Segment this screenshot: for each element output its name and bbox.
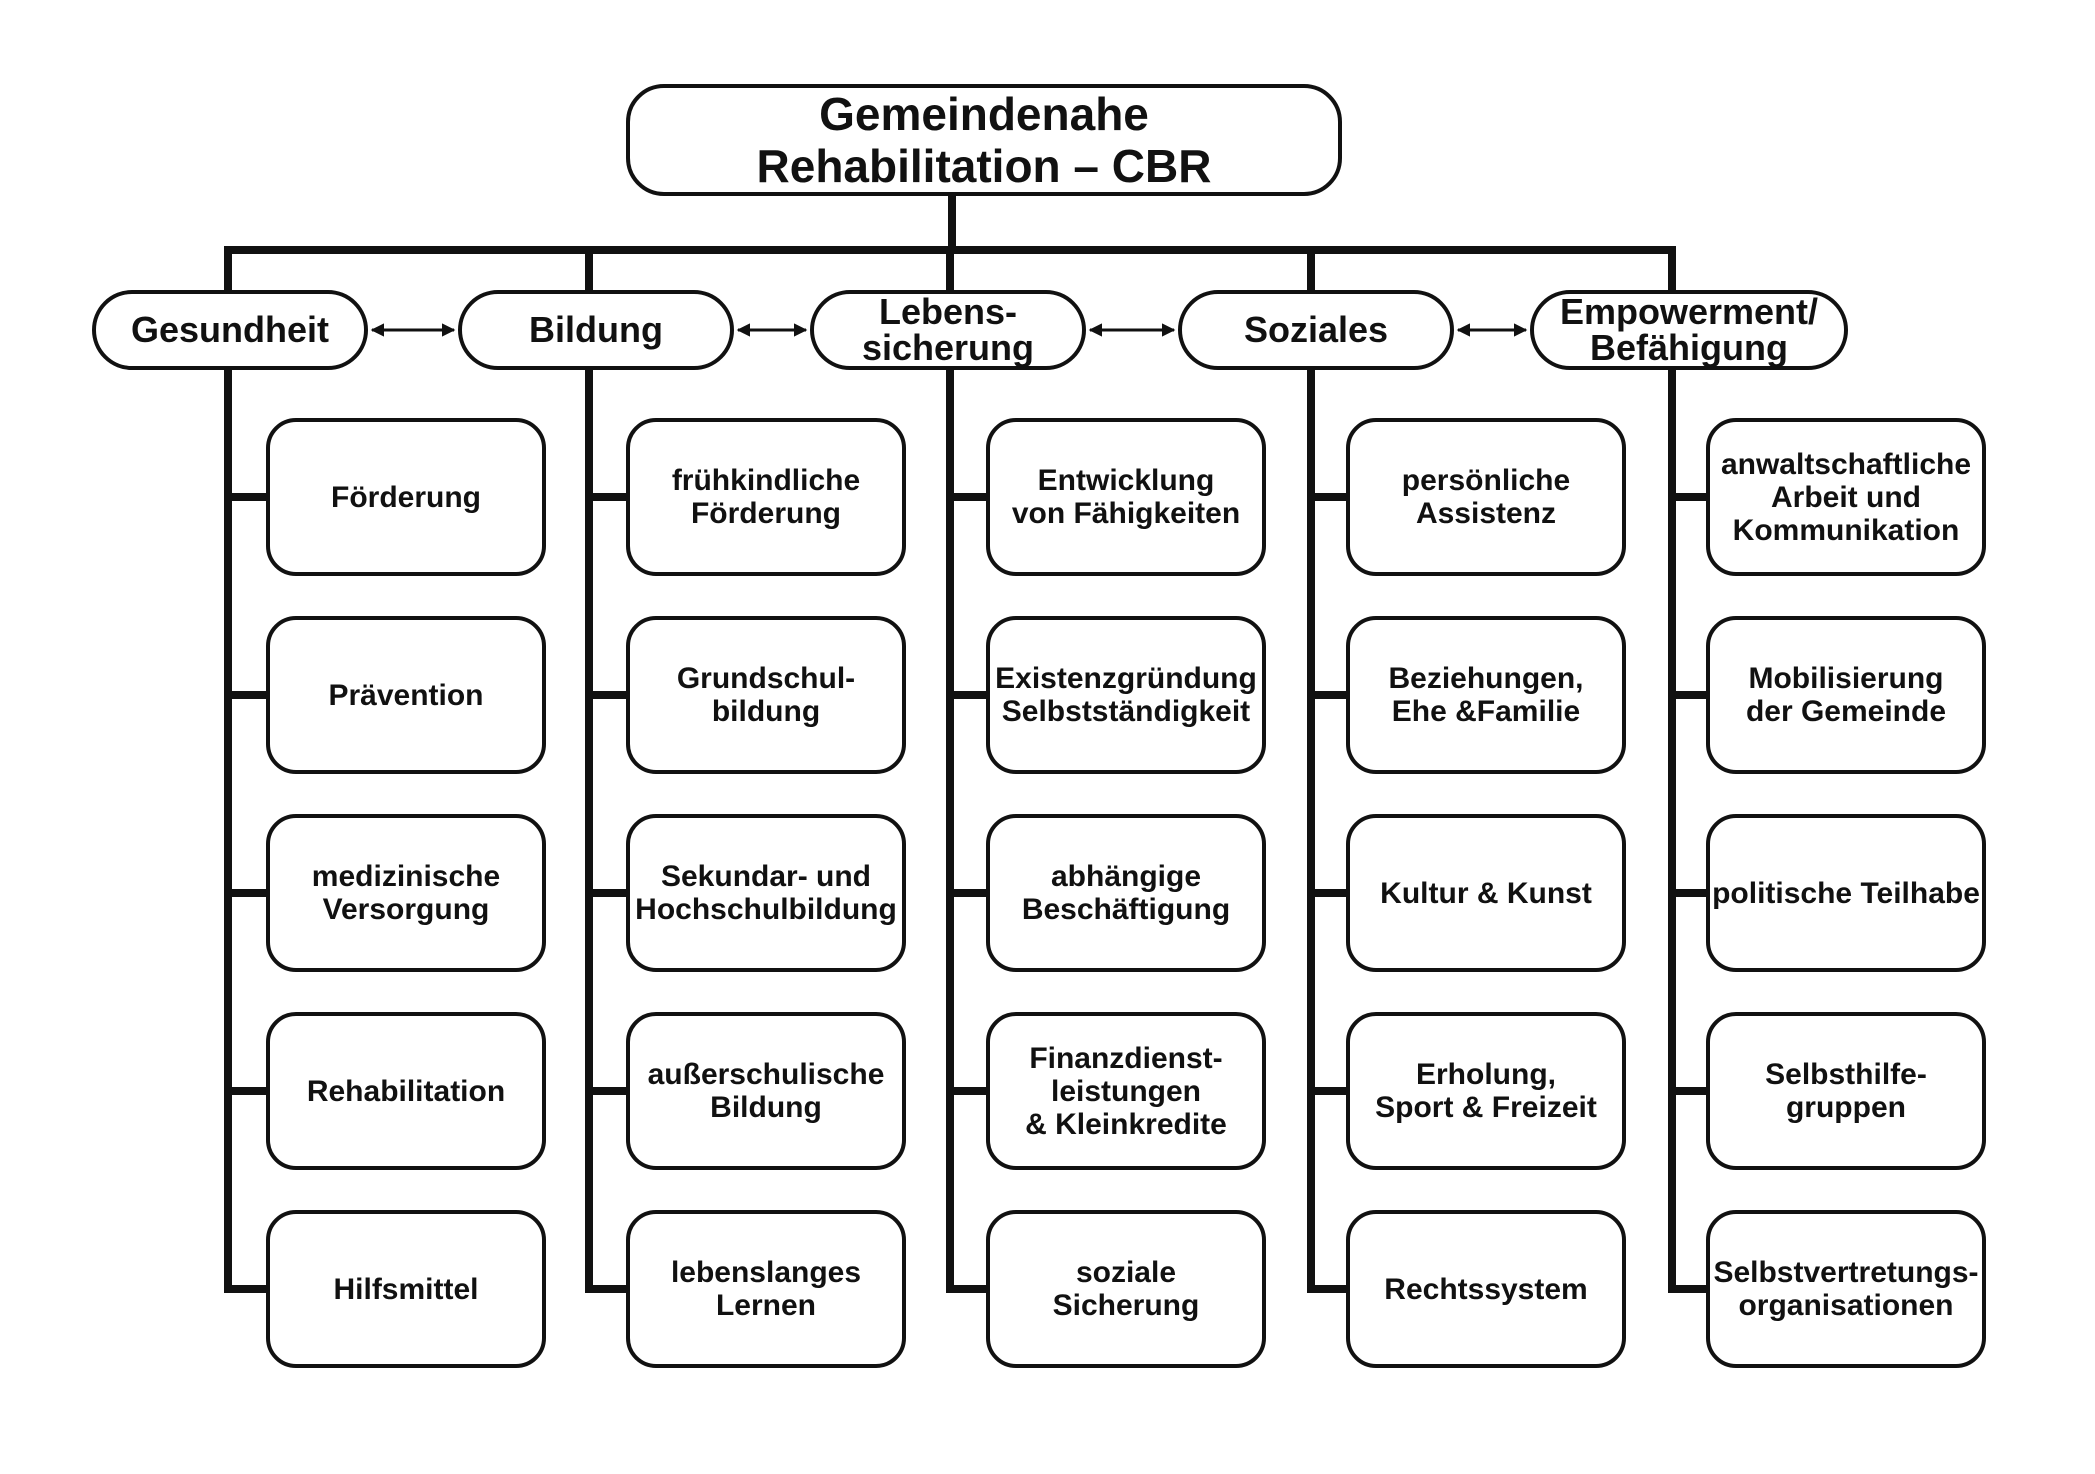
item-empowerment-mobilisierung: Mobilisierung der Gemeinde <box>1706 616 1986 774</box>
item-bildung-fruehkindliche-foerderung: frühkindliche Förderung <box>626 418 906 576</box>
item-lebenssicherung-soziale-sicherung: soziale Sicherung <box>986 1210 1266 1368</box>
item-bildung-grundschulbildung: Grundschul- bildung <box>626 616 906 774</box>
item-soziales-kultur-kunst: Kultur & Kunst <box>1346 814 1626 972</box>
item-soziales-rechtssystem: Rechtssystem <box>1346 1210 1626 1368</box>
item-gesundheit-rehabilitation: Rehabilitation <box>266 1012 546 1170</box>
item-soziales-persoenliche-assistenz: persönliche Assistenz <box>1346 418 1626 576</box>
item-lebenssicherung-abhaengige-beschaeftigung: abhängige Beschäftigung <box>986 814 1266 972</box>
category-bildung: Bildung <box>458 290 734 370</box>
item-soziales-beziehungen: Beziehungen, Ehe &Familie <box>1346 616 1626 774</box>
item-empowerment-selbsthilfegruppen: Selbsthilfe- gruppen <box>1706 1012 1986 1170</box>
item-empowerment-selbstvertretungsorganisationen: Selbstvertretungs- organisationen <box>1706 1210 1986 1368</box>
item-lebenssicherung-finanzdienstleistungen: Finanzdienst- leistungen & Kleinkredite <box>986 1012 1266 1170</box>
category-lebenssicherung: Lebens- sicherung <box>810 290 1086 370</box>
item-lebenssicherung-existenzgruendung: Existenzgründung Selbstständigkeit <box>986 616 1266 774</box>
item-soziales-erholung: Erholung, Sport & Freizeit <box>1346 1012 1626 1170</box>
category-soziales: Soziales <box>1178 290 1454 370</box>
category-gesundheit: Gesundheit <box>92 290 368 370</box>
item-gesundheit-foerderung: Förderung <box>266 418 546 576</box>
item-gesundheit-hilfsmittel: Hilfsmittel <box>266 1210 546 1368</box>
item-bildung-sekundar-hochschulbildung: Sekundar- und Hochschulbildung <box>626 814 906 972</box>
item-lebenssicherung-entwicklung: Entwicklung von Fähigkeiten <box>986 418 1266 576</box>
item-bildung-ausserschulische-bildung: außerschulische Bildung <box>626 1012 906 1170</box>
item-empowerment-anwaltschaftliche-arbeit: anwaltschaftliche Arbeit und Kommunikati… <box>1706 418 1986 576</box>
item-gesundheit-praevention: Prävention <box>266 616 546 774</box>
item-empowerment-politische-teilhabe: politische Teilhabe <box>1706 814 1986 972</box>
category-empowerment: Empowerment/ Befähigung <box>1530 290 1848 370</box>
item-gesundheit-medizinische-versorgung: medizinische Versorgung <box>266 814 546 972</box>
item-bildung-lebenslanges-lernen: lebenslanges Lernen <box>626 1210 906 1368</box>
root-node: Gemeindenahe Rehabilitation – CBR <box>626 84 1342 196</box>
